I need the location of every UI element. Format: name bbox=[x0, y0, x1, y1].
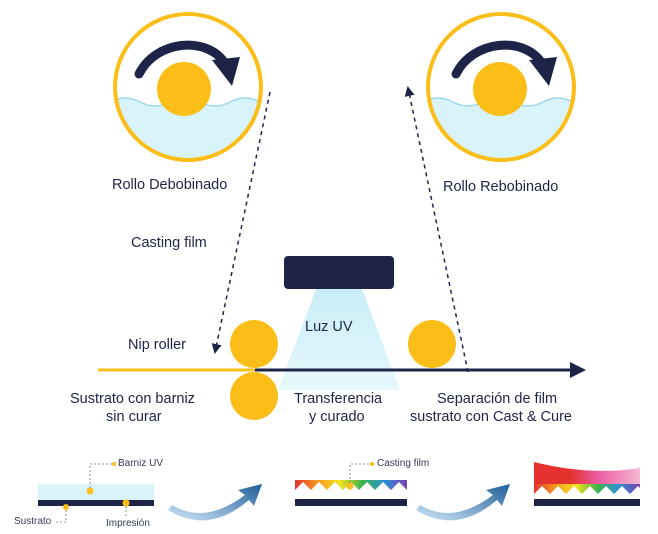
separation-roller bbox=[408, 320, 456, 368]
rewind-roll-label: Rollo Rebobinado bbox=[443, 179, 559, 195]
substrate-label-line1: Sustrato con barniz bbox=[70, 391, 195, 407]
direction-arrow-icon bbox=[570, 362, 586, 378]
uv-light-label: Luz UV bbox=[305, 319, 353, 335]
layer-stack-uncured bbox=[38, 462, 154, 523]
unwind-roll bbox=[113, 12, 263, 162]
rotation-arrow-icon bbox=[451, 40, 546, 79]
layer-stack-casting bbox=[295, 462, 407, 506]
film-return-path bbox=[404, 86, 469, 373]
transfer-label-line2: y curado bbox=[309, 409, 365, 425]
unwind-roll-label: Rollo Debobinado bbox=[112, 177, 228, 193]
substrate-layer-label: Sustrato bbox=[14, 516, 52, 527]
print-layer-label: Impresión bbox=[106, 518, 150, 529]
casting-film-layer-label: Casting film bbox=[377, 458, 430, 469]
separation-label-line2: sustrato con Cast & Cure bbox=[410, 409, 572, 425]
separation-label-line1: Separación de film bbox=[437, 391, 558, 407]
rotation-arrow-icon bbox=[134, 40, 229, 79]
rewind-roll bbox=[426, 12, 576, 162]
varnish-layer-label: Barniz UV bbox=[118, 458, 164, 469]
transfer-label-line1: Transferencia bbox=[294, 391, 383, 407]
layer-stack-separated bbox=[534, 462, 640, 506]
nip-roller-top bbox=[230, 320, 278, 368]
step-arrow-icon bbox=[168, 484, 262, 521]
step-arrow-icon bbox=[416, 484, 510, 521]
rewind-core bbox=[473, 62, 527, 116]
substrate-label-line2: sin curar bbox=[106, 409, 162, 425]
unwind-core bbox=[157, 62, 211, 116]
uv-light-beam bbox=[278, 289, 400, 390]
casting-film-label: Casting film bbox=[131, 235, 207, 251]
nip-roller-label: Nip roller bbox=[128, 337, 187, 353]
nip-roller-bottom bbox=[230, 372, 278, 420]
uv-lamp bbox=[284, 256, 394, 289]
